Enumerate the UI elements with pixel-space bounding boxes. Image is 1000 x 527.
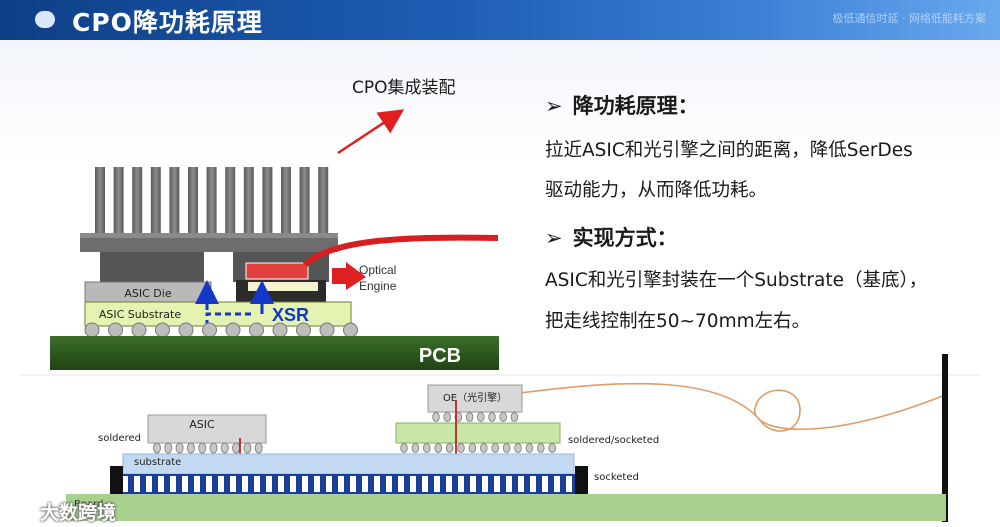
logo-icon [35,11,55,28]
lower-substrate-label: substrate [134,457,181,468]
pcb-label: PCB [419,345,461,367]
implementation-line-1: ASIC和光引擎封装在一个Substrate（基底）， [545,270,928,291]
arrow-bullet-icon: ➢ [545,94,563,118]
lower-board [66,494,946,521]
principle-line-2: 驱动能力，从而降低功耗。 [545,180,768,201]
lower-oe-label: OE（光引擎） [443,391,507,404]
header-tagline: 极低通信时延 · 网络低能耗方案 [832,12,987,25]
fiber-cable [302,234,499,268]
optical-engine-label: Optical Engine [359,263,400,293]
callout-arrow [337,109,405,155]
oe-bumps [432,412,519,422]
bullet-implementation: ➢ 实现方式： [545,222,678,252]
asic-die-label: ASIC Die [124,287,171,300]
lower-asic-label: ASIC [189,418,215,431]
asic-lid [100,252,204,282]
background-fade [0,40,1000,160]
watermark: 大数跨境 [8,498,116,525]
lower-asic [147,414,267,444]
oe-interposer [395,422,561,444]
page-title: CPO降功耗原理 [72,8,263,37]
implementation-line-2: 把走线控制在50~70mm左右。 [545,311,811,332]
bullet-principle-heading: 降功耗原理： [572,94,699,118]
soldered-label: soldered [98,433,141,444]
optical-engine-line2: Engine [359,279,397,293]
fiber-connector [942,354,948,522]
lower-package-diagram: ASIC soldered OE（光引擎） soldered/socketed … [66,354,948,522]
cpo-diagram: CPO集成装配 ASIC Die Optical Engine ASIC Sub… [20,78,980,522]
bullet-principle: ➢ 降功耗原理： [545,90,699,120]
lower-oe [427,384,523,413]
asic-bumps [153,442,263,454]
board-label: Board [74,499,103,510]
principle-line-1: 拉近ASIC和光引擎之间的距离，降低SerDes [545,140,913,161]
watermark-text: 大数跨境 [40,502,117,524]
optical-engine-line1: Optical [359,263,396,277]
heat-sink [80,167,338,252]
optical-engine-arrow [332,262,366,290]
asic-substrate-label: ASIC Substrate [99,308,181,321]
watermark-logo-icon [8,500,36,522]
title-bar: CPO降功耗原理 极低通信时延 · 网络低能耗方案 [0,0,1000,40]
pcb-board [50,336,499,370]
lower-fiber [519,382,946,432]
lower-substrate [122,453,575,475]
bullet-implementation-heading: 实现方式： [572,226,678,250]
arrow-bullet-icon: ➢ [545,226,563,250]
upper-package-diagram: CPO集成装配 ASIC Die Optical Engine ASIC Sub… [50,78,499,370]
xsr-label: XSR [272,305,309,325]
soldered-socketed-label: soldered/socketed [568,435,659,446]
callout-label: CPO集成装配 [352,78,456,98]
socketed-label: socketed [594,472,639,483]
solder-balls [84,322,358,338]
xsr-path [205,312,255,326]
